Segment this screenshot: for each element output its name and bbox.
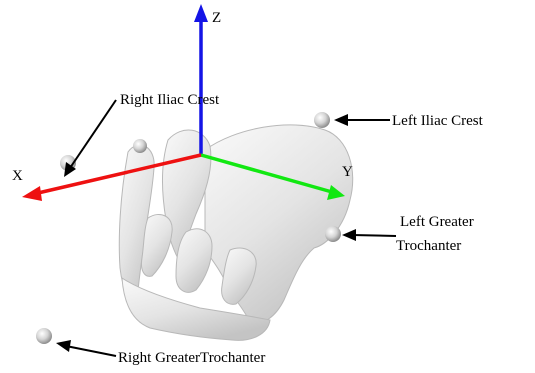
right-iliac-crest-callout-arrow <box>64 100 116 177</box>
left-greater-trochanter-marker <box>325 226 341 242</box>
left-iliac-crest-label: Left Iliac Crest <box>392 113 484 129</box>
z-axis-label: Z <box>212 10 221 26</box>
left-greater-trochanter-label-line2: Trochanter <box>396 238 461 254</box>
pelvis-bone-model <box>119 125 352 340</box>
y-axis-label: Y <box>342 164 353 180</box>
right-iliac-crest-label: Right Iliac Crest <box>120 92 220 108</box>
left-greater-trochanter-callout-arrow <box>342 229 396 241</box>
right-greater-trochanter-label: Right GreaterTrochanter <box>118 350 265 366</box>
left-iliac-crest-marker <box>314 112 330 128</box>
right-greater-trochanter-callout-arrow <box>56 340 116 356</box>
axis-origin-marker <box>133 139 147 153</box>
right-greater-trochanter-marker <box>36 328 52 344</box>
x-axis-label: X <box>12 168 23 184</box>
left-greater-trochanter-label-line1: Left Greater <box>400 214 474 230</box>
left-iliac-crest-callout-arrow <box>334 114 390 126</box>
